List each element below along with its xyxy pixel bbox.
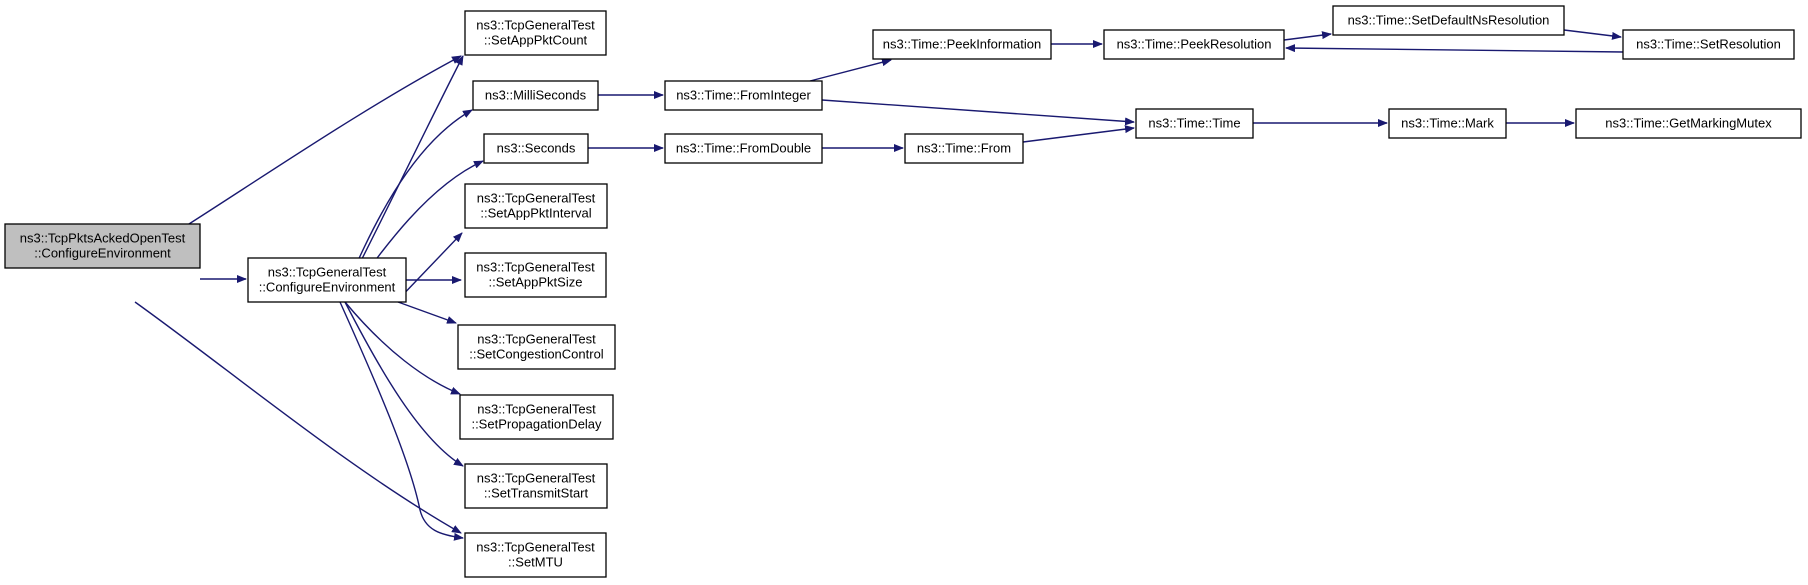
node-label: ns3::TcpGeneralTest <box>477 191 596 206</box>
node-box <box>872 29 1052 60</box>
node-label: ::SetAppPktSize <box>489 275 583 290</box>
node-box <box>1388 108 1507 139</box>
node-label: ns3::MilliSeconds <box>485 88 587 103</box>
node-set-transmit-start[interactable]: ns3::TcpGeneralTest::SetTransmitStart <box>464 463 608 509</box>
node-box <box>1622 29 1795 60</box>
node-label: ::ConfigureEnvironment <box>34 246 171 261</box>
node-label: ns3::TcpGeneralTest <box>477 471 596 486</box>
edge-from_integer-to-peek_information <box>809 58 892 82</box>
node-set-resolution[interactable]: ns3::Time::SetResolution <box>1622 29 1795 60</box>
node-label: ns3::TcpGeneralTest <box>476 540 595 555</box>
node-label: ::SetTransmitStart <box>484 486 589 501</box>
edge-time_from-to-time_time <box>1022 125 1135 143</box>
node-box <box>664 80 823 111</box>
node-box <box>1575 108 1802 139</box>
node-label: ::SetMTU <box>508 555 563 570</box>
node-box <box>1135 108 1254 139</box>
node-peek-information[interactable]: ns3::Time::PeekInformation <box>872 29 1052 60</box>
node-label: ns3::Time::FromDouble <box>676 141 811 156</box>
node-label: ns3::Time::FromInteger <box>676 88 811 103</box>
node-label: ns3::Time::SetResolution <box>1636 37 1781 52</box>
node-time-from[interactable]: ns3::Time::From <box>904 133 1024 164</box>
node-time-mark[interactable]: ns3::Time::Mark <box>1388 108 1507 139</box>
edge-general_configure-to-set_transmit_start <box>344 301 464 467</box>
node-label: ns3::TcpGeneralTest <box>477 402 596 417</box>
edge-general_configure-to-set_app_pkt_interval <box>395 232 463 303</box>
node-label: ::SetPropagationDelay <box>471 417 602 432</box>
node-label: ns3::TcpGeneralTest <box>476 260 595 275</box>
node-label: ::ConfigureEnvironment <box>259 280 396 295</box>
edge-pkts_configure-to-set_mtu <box>134 301 462 534</box>
node-from-integer[interactable]: ns3::Time::FromInteger <box>664 80 823 111</box>
node-label: ns3::TcpPktsAckedOpenTest <box>20 231 186 246</box>
node-box <box>464 463 608 509</box>
node-set-mtu[interactable]: ns3::TcpGeneralTest::SetMTU <box>464 532 607 578</box>
node-layer: ns3::TcpPktsAckedOpenTest::ConfigureEnvi… <box>4 5 1802 578</box>
node-box <box>904 133 1024 164</box>
node-label: ns3::Time::SetDefaultNsResolution <box>1348 13 1550 28</box>
node-label: ns3::Time::Time <box>1148 116 1240 131</box>
edge-set_resolution-to-peek_resolution <box>1285 44 1624 53</box>
node-box <box>664 133 823 164</box>
node-set-propagation-delay[interactable]: ns3::TcpGeneralTest::SetPropagationDelay <box>459 394 614 440</box>
node-set-congestion-control[interactable]: ns3::TcpGeneralTest::SetCongestionContro… <box>457 324 616 370</box>
node-label: ns3::Time::From <box>917 141 1011 156</box>
node-milliseconds[interactable]: ns3::MilliSeconds <box>472 80 599 111</box>
node-set-default-ns-resolution[interactable]: ns3::Time::SetDefaultNsResolution <box>1332 5 1565 36</box>
edge-general_configure-to-set_mtu <box>339 301 464 541</box>
node-box <box>247 257 407 303</box>
node-label: ns3::Time::GetMarkingMutex <box>1605 116 1772 131</box>
edge-general_configure-to-set_propagation_delay <box>344 301 461 395</box>
node-label: ns3::Time::PeekInformation <box>883 37 1041 52</box>
node-box <box>464 532 607 578</box>
node-box <box>472 80 599 111</box>
node-label: ns3::TcpGeneralTest <box>477 332 596 347</box>
node-pkts-configure[interactable]: ns3::TcpPktsAckedOpenTest::ConfigureEnvi… <box>4 223 201 269</box>
node-label: ::SetAppPktInterval <box>480 206 591 221</box>
edge-set_default_ns_resolution-to-set_resolution <box>1563 29 1622 40</box>
node-box <box>4 223 201 269</box>
node-set-app-pkt-interval[interactable]: ns3::TcpGeneralTest::SetAppPktInterval <box>464 183 608 229</box>
node-label: ns3::TcpGeneralTest <box>268 265 387 280</box>
node-seconds[interactable]: ns3::Seconds <box>483 133 589 164</box>
node-label: ns3::Seconds <box>497 141 576 156</box>
node-peek-resolution[interactable]: ns3::Time::PeekResolution <box>1103 29 1285 60</box>
node-box <box>1332 5 1565 36</box>
node-from-double[interactable]: ns3::Time::FromDouble <box>664 133 823 164</box>
node-box <box>459 394 614 440</box>
node-general-configure[interactable]: ns3::TcpGeneralTest::ConfigureEnvironmen… <box>247 257 407 303</box>
node-label: ns3::Time::Mark <box>1401 116 1494 131</box>
node-get-marking-mutex[interactable]: ns3::Time::GetMarkingMutex <box>1575 108 1802 139</box>
node-time-time[interactable]: ns3::Time::Time <box>1135 108 1254 139</box>
edge-peek_resolution-to-set_default_ns_resolution <box>1283 31 1332 41</box>
node-box <box>464 252 607 298</box>
node-box <box>483 133 589 164</box>
node-label: ::SetCongestionControl <box>469 347 604 362</box>
edge-from_integer-to-time_time <box>821 99 1135 126</box>
node-set-app-pkt-size[interactable]: ns3::TcpGeneralTest::SetAppPktSize <box>464 252 607 298</box>
node-set-app-pkt-count[interactable]: ns3::TcpGeneralTest::SetAppPktCount <box>464 10 607 56</box>
node-box <box>464 183 608 229</box>
node-box <box>464 10 607 56</box>
node-label: ns3::Time::PeekResolution <box>1117 37 1272 52</box>
node-label: ns3::TcpGeneralTest <box>476 18 595 33</box>
node-box <box>457 324 616 370</box>
edge-general_configure-to-set_congestion_control <box>397 301 457 324</box>
node-box <box>1103 29 1285 60</box>
node-label: ::SetAppPktCount <box>484 33 588 48</box>
